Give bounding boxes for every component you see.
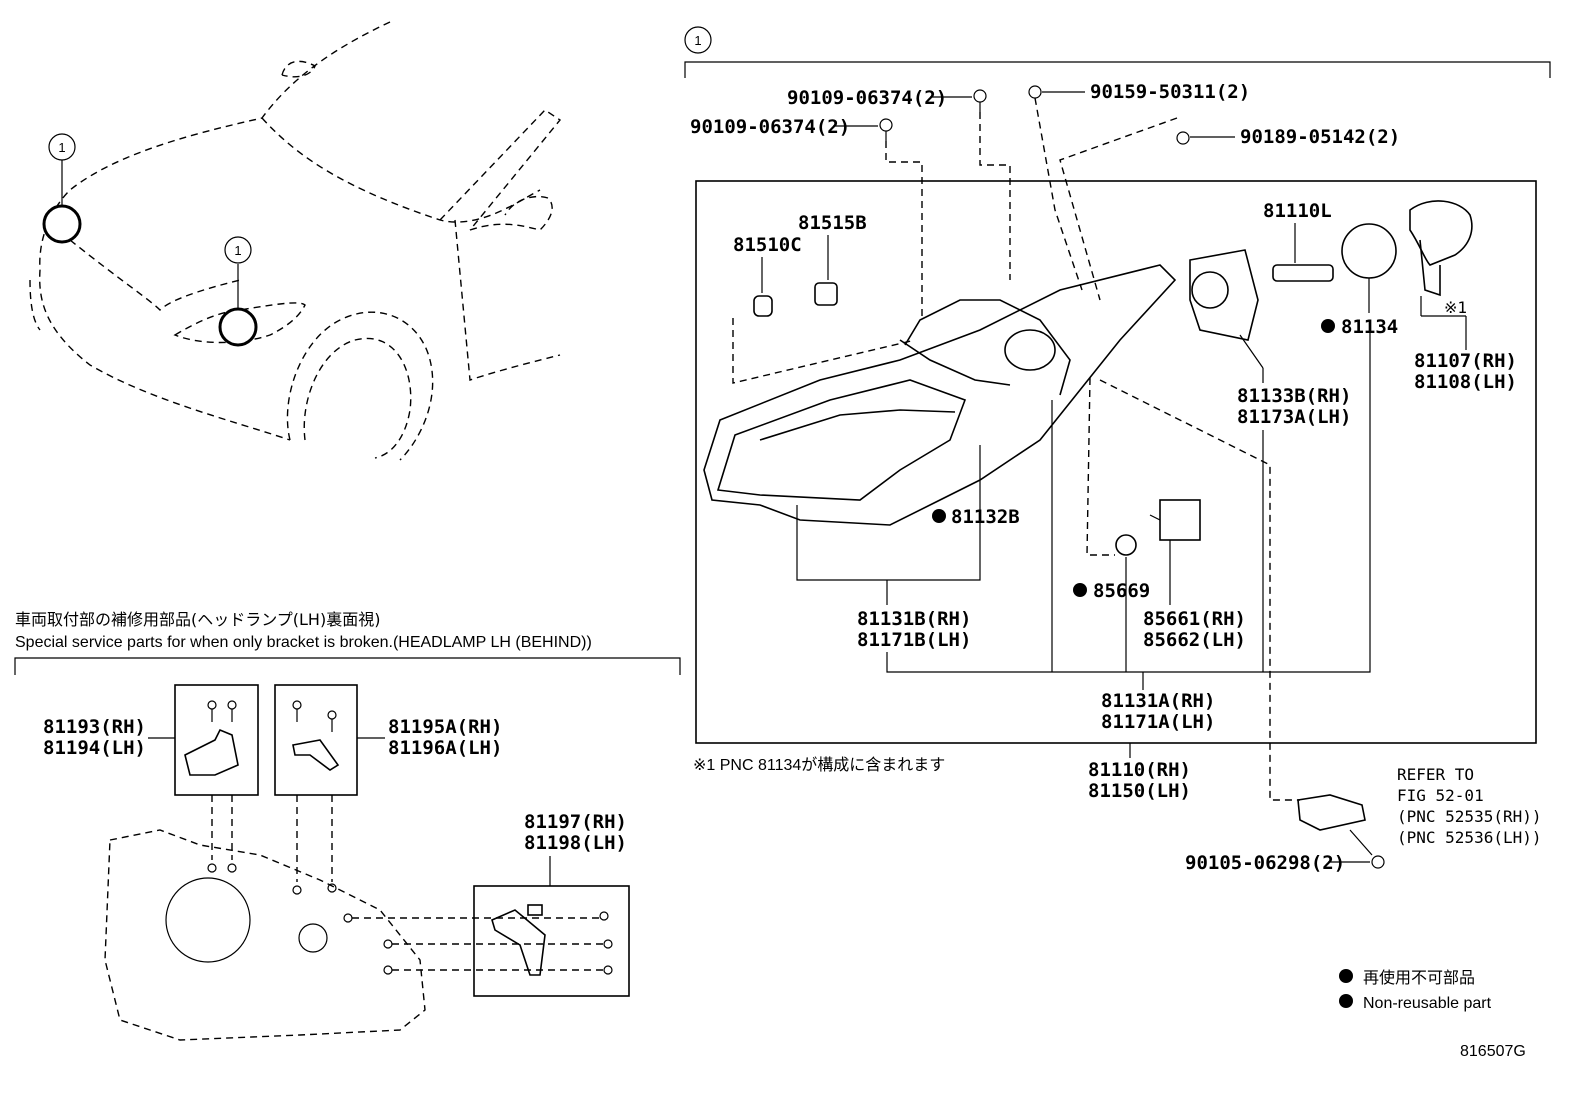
part-81198: 81198(LH) — [524, 832, 627, 854]
callout-circle — [48, 133, 76, 161]
refer-line-2: FIG 52-01 — [1397, 786, 1484, 805]
bracket-81195-icon — [292, 739, 340, 771]
gasket-ring-icon — [1341, 223, 1397, 279]
svg-text:1: 1 — [234, 243, 241, 258]
special-title-jp: 車両取付部の補修用部品(ヘッドランプ(LH)裏面視) — [15, 610, 380, 629]
headlamp-location-circle — [42, 204, 82, 244]
part-90109-upper: 90109-06374(2) — [787, 87, 947, 109]
legend-jp: 再使用不可部品 — [1363, 968, 1475, 987]
o-ring-icon — [1115, 534, 1137, 556]
part-81150: 81150(LH) — [1088, 780, 1191, 802]
igniter-icon — [1409, 200, 1473, 266]
legend-dot — [1339, 994, 1353, 1008]
part-81173a: 81173A(LH) — [1237, 406, 1351, 428]
bracket-81193-icon — [184, 728, 239, 776]
box-81193 — [174, 684, 259, 796]
part-90189: 90189-05142(2) — [1240, 126, 1400, 148]
rear-opening-small — [298, 923, 328, 953]
headlamp-back-outline — [104, 829, 426, 1041]
part-81110l: 81110L — [1263, 200, 1332, 222]
part-81194: 81194(LH) — [43, 737, 146, 759]
part-81197: 81197(RH) — [524, 811, 627, 833]
part-81131b: 81131B(RH) — [857, 608, 971, 630]
part-81133b: 81133B(RH) — [1237, 385, 1351, 407]
non-reusable-dot — [1321, 319, 1335, 333]
hid-bulb-icon — [1272, 264, 1334, 282]
svg-text:1: 1 — [58, 140, 65, 155]
part-81515b: 81515B — [798, 212, 867, 234]
part-81107: 81107(RH) — [1414, 350, 1517, 372]
non-reusable-dot — [932, 509, 946, 523]
headlamp-location-circle — [218, 307, 258, 347]
refer-line-1: REFER TO — [1397, 765, 1474, 784]
bracket-icon — [1297, 794, 1366, 831]
bolt-icon — [1371, 855, 1385, 869]
footnote: ※1 PNC 81134が構成に含まれます — [693, 756, 945, 774]
part-81171a: 81171A(LH) — [1101, 711, 1215, 733]
part-81196a: 81196A(LH) — [388, 737, 502, 759]
svg-text:1: 1 — [694, 33, 701, 48]
bulb-icon — [753, 295, 773, 317]
special-title-en: Special service parts for when only brac… — [15, 634, 592, 651]
part-81134: 81134 — [1341, 316, 1398, 338]
bolt-icon — [973, 89, 987, 103]
note-mark-1: ※1 — [1444, 298, 1467, 317]
part-81110: 81110(RH) — [1088, 759, 1191, 781]
part-81132b: 81132B — [951, 506, 1020, 528]
clip-icon — [1176, 131, 1190, 145]
car-illustration: 1 1 — [29, 21, 562, 461]
figure-id: 816507G — [1460, 1043, 1526, 1060]
part-85661: 85661(RH) — [1143, 608, 1246, 630]
assembly-bracket — [684, 61, 1551, 78]
part-81108: 81108(LH) — [1414, 371, 1517, 393]
actuator-icon — [1159, 499, 1201, 541]
socket-icon — [814, 282, 838, 306]
part-90105: 90105-06298(2) — [1185, 852, 1345, 874]
clip-icon — [527, 904, 543, 916]
part-85662: 85662(LH) — [1143, 629, 1246, 651]
bolt-icon — [879, 118, 893, 132]
refer-line-3: (PNC 52535(RH)) — [1397, 807, 1542, 826]
rear-opening-large — [165, 877, 251, 963]
legend-dot — [1339, 969, 1353, 983]
special-bracket — [14, 657, 681, 675]
box-81195 — [274, 684, 358, 796]
part-90109-lower: 90109-06374(2) — [690, 116, 850, 138]
bolt-icon — [1028, 85, 1042, 99]
projector-icon — [1189, 249, 1259, 341]
part-81195a: 81195A(RH) — [388, 716, 502, 738]
box-81197 — [473, 885, 630, 997]
non-reusable-dot — [1073, 583, 1087, 597]
part-90159: 90159-50311(2) — [1090, 81, 1250, 103]
part-81510c: 81510C — [733, 234, 802, 256]
assembly-frame — [695, 180, 1537, 744]
refer-line-4: (PNC 52536(LH)) — [1397, 828, 1542, 847]
callout-circle — [224, 236, 252, 264]
headlamp-housing — [703, 264, 1177, 526]
bracket-81197-icon — [491, 909, 546, 976]
part-85669: 85669 — [1093, 580, 1150, 602]
part-81193: 81193(RH) — [43, 716, 146, 738]
part-81171b: 81171B(LH) — [857, 629, 971, 651]
part-81131a: 81131A(RH) — [1101, 690, 1215, 712]
legend-en: Non-reusable part — [1363, 995, 1492, 1012]
assembly-callout-circle — [684, 26, 712, 54]
top-fasteners: 90109-06374(2) 90109-06374(2) 90159-5031… — [690, 81, 1400, 320]
